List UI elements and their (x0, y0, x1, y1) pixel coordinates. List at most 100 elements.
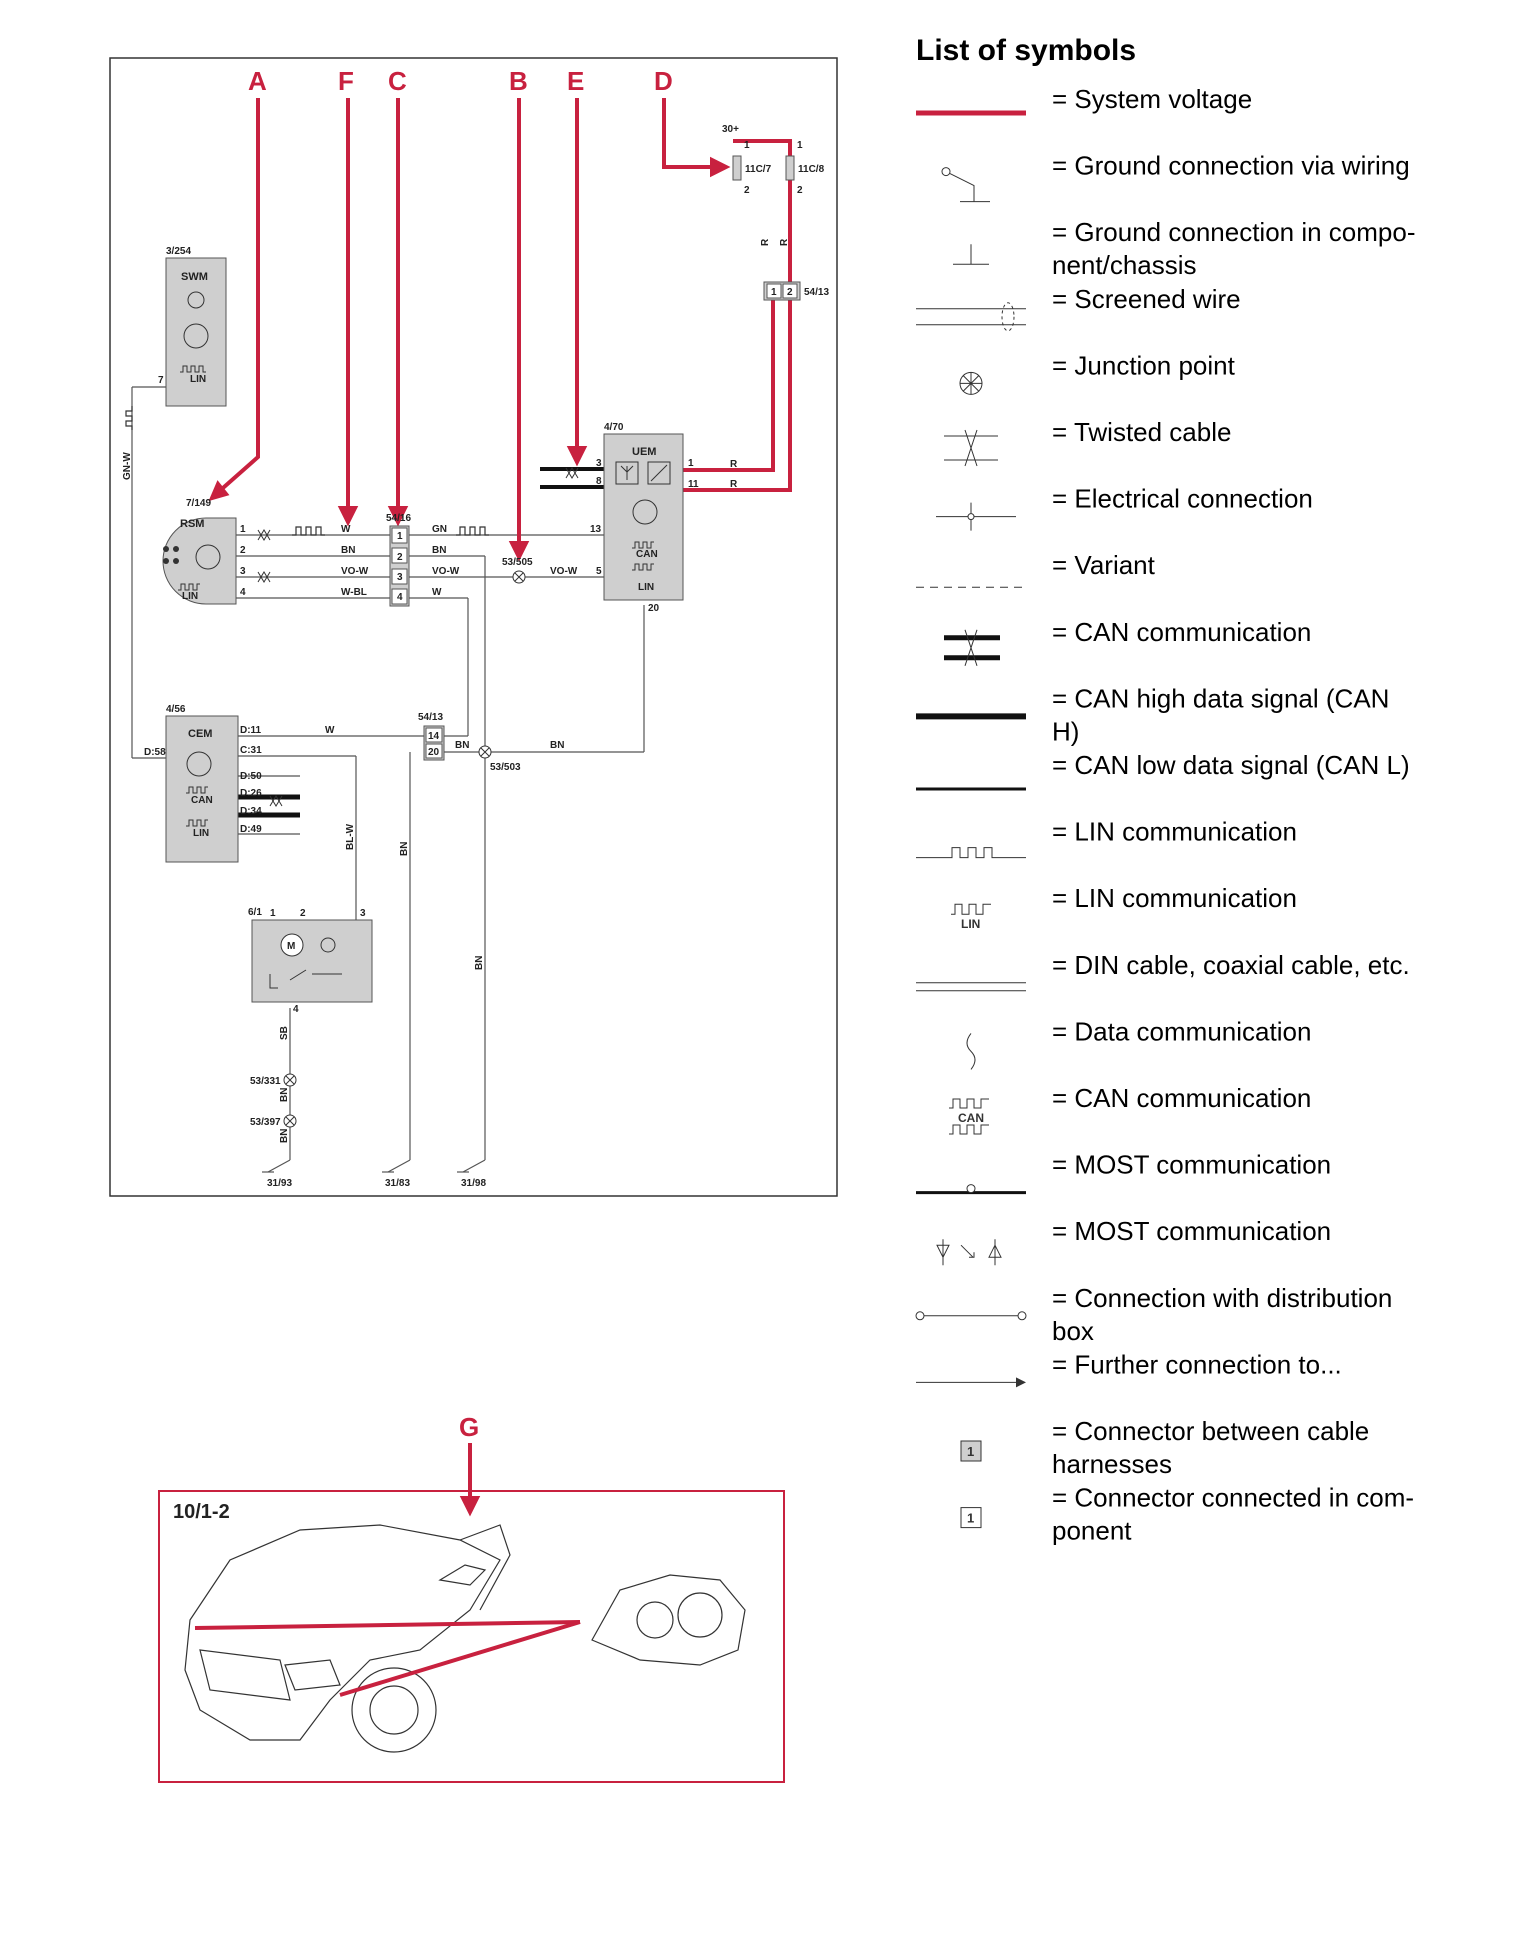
label-w-3: W (325, 725, 335, 736)
module-rsm-name: RSM (180, 518, 204, 530)
svg-text:1: 1 (967, 1444, 974, 1459)
din-cable-icon (916, 982, 1026, 992)
module-cem-name: CEM (188, 728, 212, 740)
ground-symbol-1 (267, 1159, 291, 1173)
legend-item-text: box (1052, 1316, 1094, 1346)
uem-pin-11: 11 (688, 479, 699, 490)
cem-pin-d50: D:50 (240, 771, 262, 782)
label-bn-3: BN (455, 740, 469, 751)
legend-item-text: = DIN cable, coaxial cable, etc. (1052, 950, 1410, 980)
legend-item-text: = Electrical connection (1052, 484, 1313, 514)
twisted-cable-icon (944, 429, 998, 467)
legend-item-text: = Twisted cable (1052, 417, 1231, 447)
wiring-diagram: A F C B E D G 3/254 SWM LIN 7 7/149 RSM (109, 57, 838, 1517)
label-vo-w-3: VO-W (550, 566, 578, 577)
module-uem-id: 4/70 (604, 422, 624, 433)
lin-icon (456, 526, 489, 536)
fuse-11c7 (732, 155, 742, 181)
twisted-cable-icon (565, 467, 579, 479)
label-bn-4: BN (550, 740, 564, 751)
headlamp-illustration (591, 1574, 746, 1666)
module-cem-can: CAN (191, 795, 213, 806)
legend-item-text: = Connection with distribution (1052, 1283, 1392, 1313)
pointer-arrow-d (662, 98, 714, 169)
steering-wheel-icon (187, 291, 205, 309)
junction-53503-label: 53/503 (490, 762, 521, 773)
label-bn-1: BN (341, 545, 355, 556)
fuse-11c7-label: 11C/7 (745, 164, 772, 175)
legend-item-text: = Ground connection in compo- (1052, 217, 1416, 247)
legend-item-text: = LIN communication (1052, 883, 1297, 913)
lin-icon (178, 583, 200, 591)
module-swm-pin: 7 (158, 375, 164, 386)
fuse-11c8-pin-1: 1 (797, 140, 803, 151)
screened-wire-icon (916, 302, 1026, 332)
lin-icon (632, 563, 654, 571)
module-swm-id: 3/254 (166, 246, 191, 257)
label-sb: SB (279, 1026, 290, 1040)
lin-waveforms (125, 406, 489, 536)
uem-pin-13: 13 (590, 524, 602, 535)
wires (131, 386, 645, 1173)
label-bn-6: BN (474, 956, 485, 970)
legend-item-text: = Further connection to... (1052, 1349, 1342, 1379)
module-cem: 4/56 CEM CAN LIN D:11 C:31 D:58 D:50 D:2… (144, 704, 262, 863)
label-w-bl: W-BL (341, 587, 367, 598)
diagram-frame (109, 57, 838, 1197)
module-wiper-motor: 6/1 M 1 2 3 4 (248, 907, 373, 1015)
label-bn-7: BN (279, 1088, 290, 1102)
connector-5413-top: 1 2 54/13 (763, 281, 829, 301)
sensor-icon (647, 461, 671, 485)
uem-can-bus (540, 467, 604, 489)
legend-item-text: = MOST communication (1052, 1150, 1331, 1180)
legend-item-text: = Ground connection via wiring (1052, 151, 1410, 181)
pointer-arrows (208, 98, 731, 1517)
label-bn-2: BN (432, 545, 446, 556)
twisted-cable-icon (257, 571, 271, 583)
uem-pin-1: 1 (688, 458, 694, 469)
antenna-icon (615, 461, 639, 485)
legend-item-text: ponent (1052, 1516, 1132, 1546)
system-voltage-wires (683, 139, 792, 492)
module-uem-can: CAN (636, 549, 658, 560)
inset-frame (158, 1490, 785, 1783)
c5416-pin-4: 4 (397, 592, 403, 603)
grille (199, 1649, 291, 1701)
location-inset: 10/1-2 (158, 1490, 785, 1783)
rsm-pin-3: 3 (240, 566, 246, 577)
module-swm-name: SWM (181, 271, 208, 283)
rsm-pin-4: 4 (240, 587, 246, 598)
c5416-pin-3: 3 (397, 572, 403, 583)
ground-3198-label: 31/98 (461, 1178, 486, 1189)
module-uem-name: UEM (632, 446, 656, 458)
label-gn-w: GN-W (122, 452, 133, 480)
wheel-icon (351, 1667, 437, 1753)
inset-id: 10/1-2 (173, 1501, 230, 1523)
cem-pin-d49: D:49 (240, 824, 262, 835)
c5413b-pin-20: 20 (428, 747, 440, 758)
ground-3183-label: 31/83 (385, 1178, 410, 1189)
connector-5413a-id: 54/13 (804, 287, 829, 298)
legend-item-text: = Junction point (1052, 350, 1236, 380)
legend-item-text: = Variant (1052, 550, 1156, 580)
cem-pin-c31: C:31 (240, 745, 262, 756)
junction-53331-label: 53/331 (250, 1076, 281, 1087)
module-uem: 4/70 UEM CAN LIN 3 8 1 11 13 5 20 (590, 422, 699, 614)
fuse-11c8 (785, 155, 795, 181)
twisted-cable-icon (269, 795, 283, 807)
pointer-letter-g: G (459, 1412, 479, 1442)
cem-pin-d58: D:58 (144, 747, 166, 758)
further-connection-icon (916, 1377, 1026, 1388)
pointer-letter-e: E (567, 66, 584, 96)
module-rsm: 7/149 RSM LIN 1 2 3 4 (162, 498, 246, 605)
svg-text:M: M (287, 941, 295, 952)
connector-5416: 54/16 1 2 3 4 (386, 513, 411, 607)
ground-symbol-3 (462, 1159, 486, 1173)
pointer-letter-f: F (338, 66, 354, 96)
motor-icon (280, 933, 304, 957)
wire-labels: GN-W W BN VO-W W-BL GN BN VO-W W VO-W W … (122, 238, 790, 1143)
legend-texts: = System voltage= Ground connection via … (1052, 84, 1416, 1546)
motor-pin-3: 3 (360, 908, 366, 919)
